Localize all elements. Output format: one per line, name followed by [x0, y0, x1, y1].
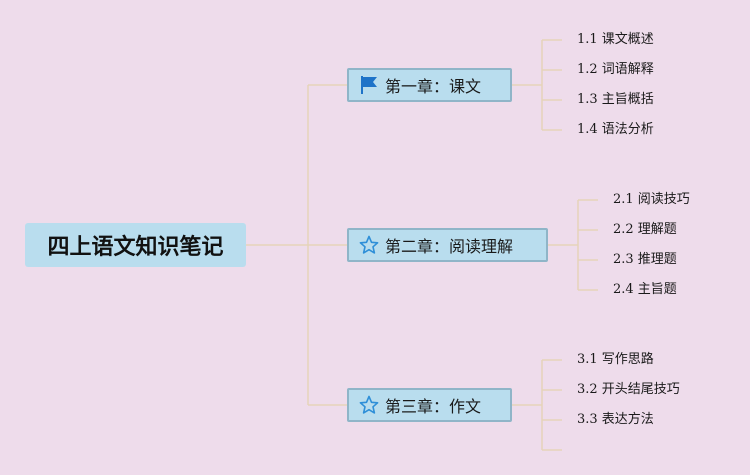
flag-icon — [359, 75, 379, 95]
topic-node[interactable]: 1.4 语法分析 — [577, 122, 654, 137]
chapter-2-label: 第二章：阅读理解 — [385, 237, 514, 256]
chapter-1-label: 第一章：课文 — [385, 77, 482, 96]
topic-node[interactable]: 3.2 开头结尾技巧 — [577, 382, 680, 397]
chapter-node-2[interactable]: 第二章：阅读理解 — [347, 228, 548, 262]
topic-node[interactable]: 3.1 写作思路 — [577, 352, 654, 367]
star-icon — [359, 235, 379, 255]
topic-node[interactable]: 1.3 主旨概括 — [577, 92, 654, 107]
topic-node[interactable]: 2.2 理解题 — [613, 222, 677, 237]
chapter-node-1[interactable]: 第一章：课文 — [347, 68, 512, 102]
topic-node[interactable]: 1.2 词语解释 — [577, 62, 654, 77]
chapter-3-label: 第三章：作文 — [385, 397, 482, 416]
root-label: 四上语文知识笔记 — [47, 235, 224, 260]
topic-node[interactable]: 2.4 主旨题 — [613, 282, 677, 297]
topic-node[interactable]: 1.1 课文概述 — [577, 32, 654, 47]
root-node[interactable]: 四上语文知识笔记 — [25, 223, 246, 267]
topic-node[interactable]: 3.3 表达方法 — [577, 412, 654, 427]
topic-node[interactable]: 2.1 阅读技巧 — [613, 192, 690, 207]
chapter-node-3[interactable]: 第三章：作文 — [347, 388, 512, 422]
topic-node[interactable]: 2.3 推理题 — [613, 252, 677, 267]
star-icon — [359, 395, 379, 415]
